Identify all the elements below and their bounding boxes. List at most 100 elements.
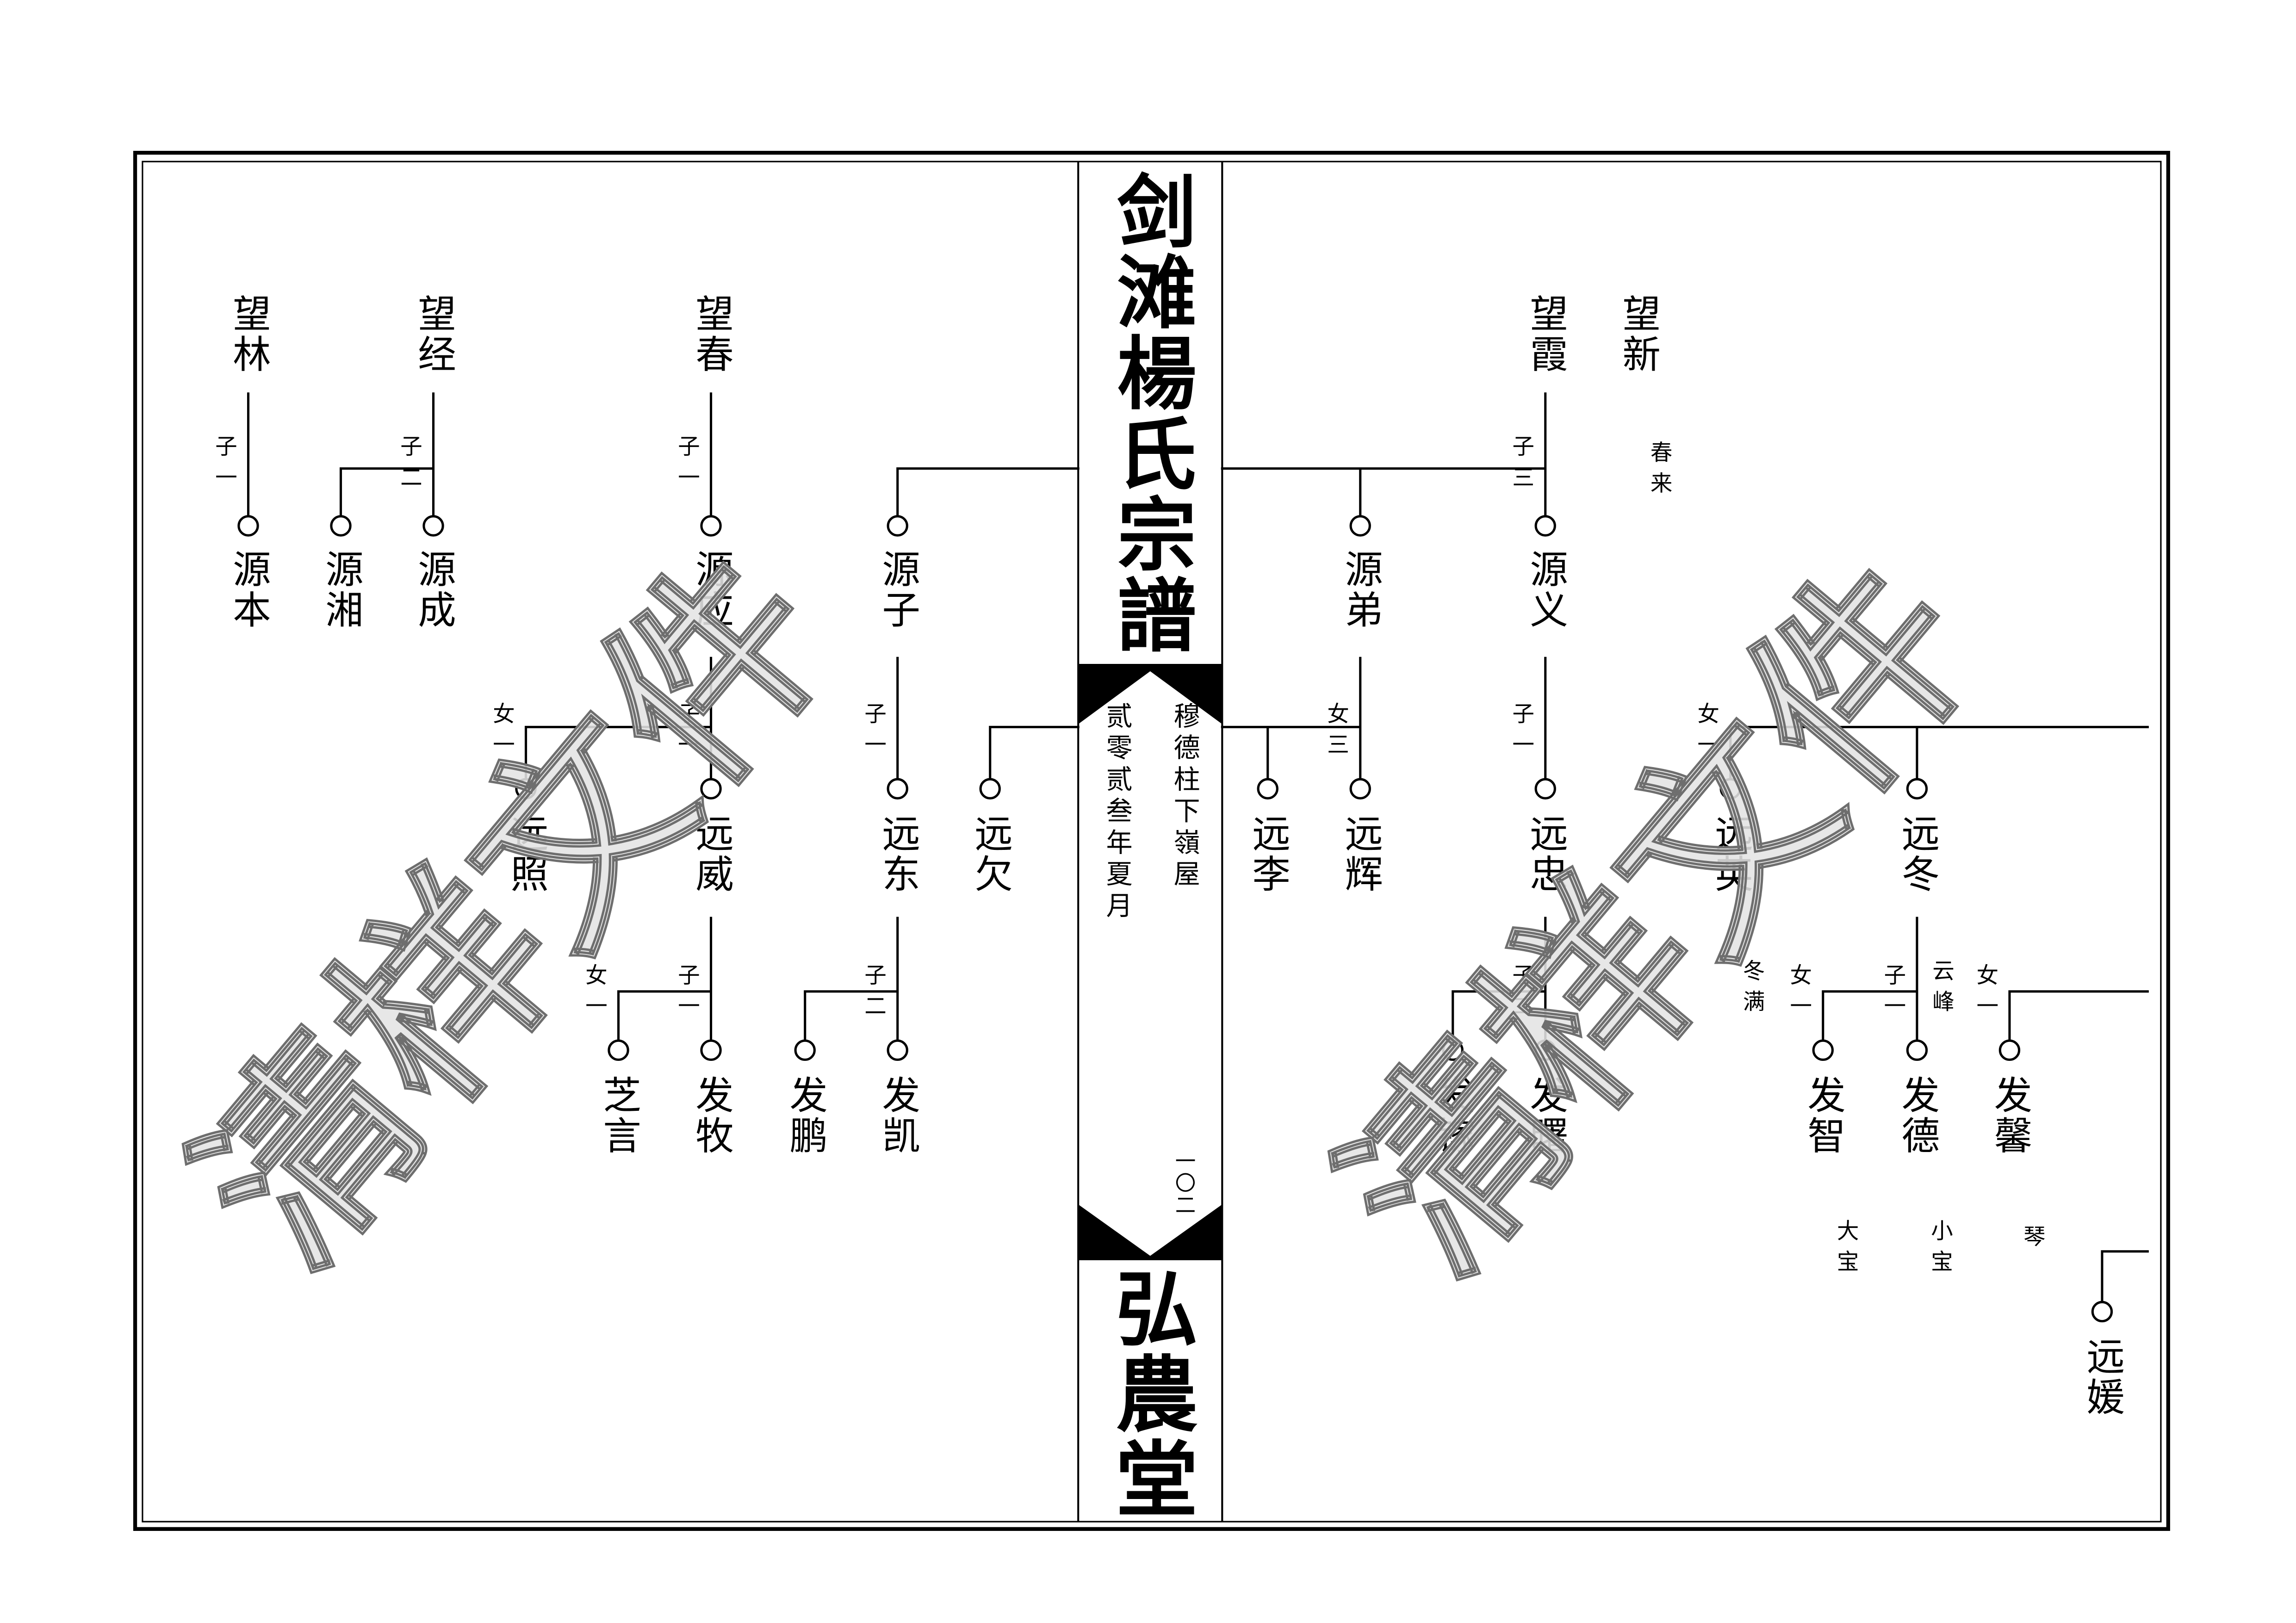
- person-name-gen2: 源本: [226, 549, 271, 630]
- person-name-gen3: 远冬: [1895, 813, 1939, 895]
- member-node: [1349, 515, 1371, 537]
- issue-label: 子一: [212, 434, 239, 497]
- person-name-gen2: 源成: [411, 549, 456, 630]
- person-name-gen2: 源湘: [318, 549, 363, 630]
- alt-name: 云峰: [1929, 959, 1956, 1021]
- member-node: [887, 1039, 908, 1061]
- person-name-gen3: 远照: [503, 813, 548, 895]
- person-name-gen3: 远英: [1708, 813, 1753, 895]
- alt-name: 冬满: [1740, 959, 1767, 1021]
- person-name-gen4: 发镓: [1431, 1075, 1475, 1156]
- lineage-line: [1221, 392, 1547, 519]
- member-node: [608, 1039, 629, 1061]
- lineage-line: [2008, 990, 2149, 1043]
- person-name-gen1: 望春: [689, 293, 733, 375]
- person-name-gen4: 发德: [1895, 1075, 1939, 1156]
- member-node: [979, 778, 1001, 799]
- issue-label: 子一: [675, 434, 701, 497]
- alt-name: 大宝: [1834, 1219, 1861, 1281]
- fishtail-mark-top: [1078, 663, 1222, 725]
- genealogy-title: 剑滩楊氏宗譜: [1103, 170, 1198, 655]
- member-node: [422, 515, 444, 537]
- hall-name: 弘農堂: [1101, 1266, 1199, 1522]
- alt-name: 小宝: [1928, 1219, 1955, 1281]
- member-node: [887, 778, 908, 799]
- person-name-gen1: 望经: [411, 293, 456, 375]
- issue-label: 子一: [675, 702, 701, 764]
- person-name-gen3: 远威: [689, 813, 733, 895]
- member-node: [1257, 778, 1278, 799]
- person-name-gen3: 远忠: [1523, 813, 1568, 895]
- member-node: [1349, 778, 1371, 799]
- member-node: [1719, 778, 1741, 799]
- issue-label: 女三: [1324, 702, 1351, 764]
- member-node: [1534, 1039, 1556, 1061]
- person-name-gen2: 源弟: [1338, 549, 1383, 630]
- person-name-gen3: 远欠: [968, 813, 1012, 895]
- member-node: [887, 515, 908, 537]
- member-node: [1442, 1039, 1464, 1061]
- person-name-gen3: 远辉: [1338, 813, 1383, 895]
- alt-name: 琴: [2020, 1225, 2047, 1256]
- spine-location: 穆德柱下嶺屋: [1169, 702, 1200, 892]
- issue-label: 女一: [1694, 702, 1721, 764]
- spine-date: 贰零贰叁年夏月: [1101, 702, 1133, 923]
- member-node: [1812, 1039, 1834, 1061]
- member-node: [1998, 1039, 2021, 1061]
- lineage-line: [896, 467, 1080, 519]
- person-name-gen3: 远东: [875, 813, 920, 895]
- issue-label: 子二: [1509, 963, 1536, 1025]
- issue-label: 子一: [675, 963, 701, 1025]
- page-number: 一〇二: [1172, 1150, 1196, 1216]
- lineage-line: [339, 392, 435, 519]
- person-name-gen1: 望新: [1616, 293, 1660, 375]
- page-border-outer: [133, 151, 2170, 1531]
- person-name-gen4: 发鹏: [783, 1075, 827, 1156]
- issue-label: 女一: [582, 963, 609, 1025]
- member-node: [1534, 778, 1556, 799]
- issue-label: 子一: [1881, 963, 1908, 1025]
- lineage-line: [1729, 725, 2149, 781]
- issue-label: 子二: [861, 963, 888, 1025]
- alt-name: 春来: [1647, 440, 1674, 502]
- issue-label: 女一: [1973, 963, 2000, 1025]
- lineage-line: [1822, 917, 1918, 1043]
- issue-label: 子二: [397, 434, 424, 497]
- issue-label: 子三: [1509, 434, 1536, 497]
- person-name-gen3: 远媛: [2080, 1336, 2124, 1418]
- member-node: [700, 778, 722, 799]
- person-name-gen2: 源义: [1523, 549, 1568, 630]
- person-name-gen4: 发凯: [875, 1075, 920, 1156]
- person-name-gen4: 发曙: [1523, 1075, 1568, 1156]
- issue-label: 女一: [490, 702, 516, 764]
- lineage-line: [2101, 1250, 2149, 1304]
- member-node: [515, 778, 537, 799]
- person-name-gen2: 源应: [689, 549, 733, 630]
- member-node: [1534, 515, 1556, 537]
- person-name-gen4: 芝言: [596, 1075, 641, 1156]
- lineage-line: [1452, 917, 1547, 1043]
- lineage-line: [1221, 657, 1362, 781]
- issue-label: 子一: [861, 702, 888, 764]
- member-node: [330, 515, 352, 537]
- lineage-line: [804, 917, 899, 1043]
- person-name-gen4: 发馨: [1987, 1075, 2032, 1156]
- member-nodes: [237, 515, 2113, 1323]
- person-name-gen3: 远李: [1246, 813, 1290, 895]
- person-name-gen2: 源子: [875, 549, 920, 630]
- issue-label: 子一: [1509, 702, 1536, 764]
- lineage-line: [524, 657, 713, 781]
- lineage-line: [989, 725, 1080, 781]
- member-node: [1906, 778, 1928, 799]
- person-name-gen1: 望林: [226, 293, 271, 375]
- lineage-line: [617, 917, 713, 1043]
- member-node: [237, 515, 259, 537]
- member-node: [1906, 1039, 1928, 1061]
- person-name-gen4: 发智: [1801, 1075, 1845, 1156]
- lineage-lines: [247, 392, 2149, 1304]
- issue-label: 女一: [1787, 963, 1814, 1025]
- person-name-gen1: 望霞: [1523, 293, 1568, 375]
- member-node: [794, 1039, 816, 1061]
